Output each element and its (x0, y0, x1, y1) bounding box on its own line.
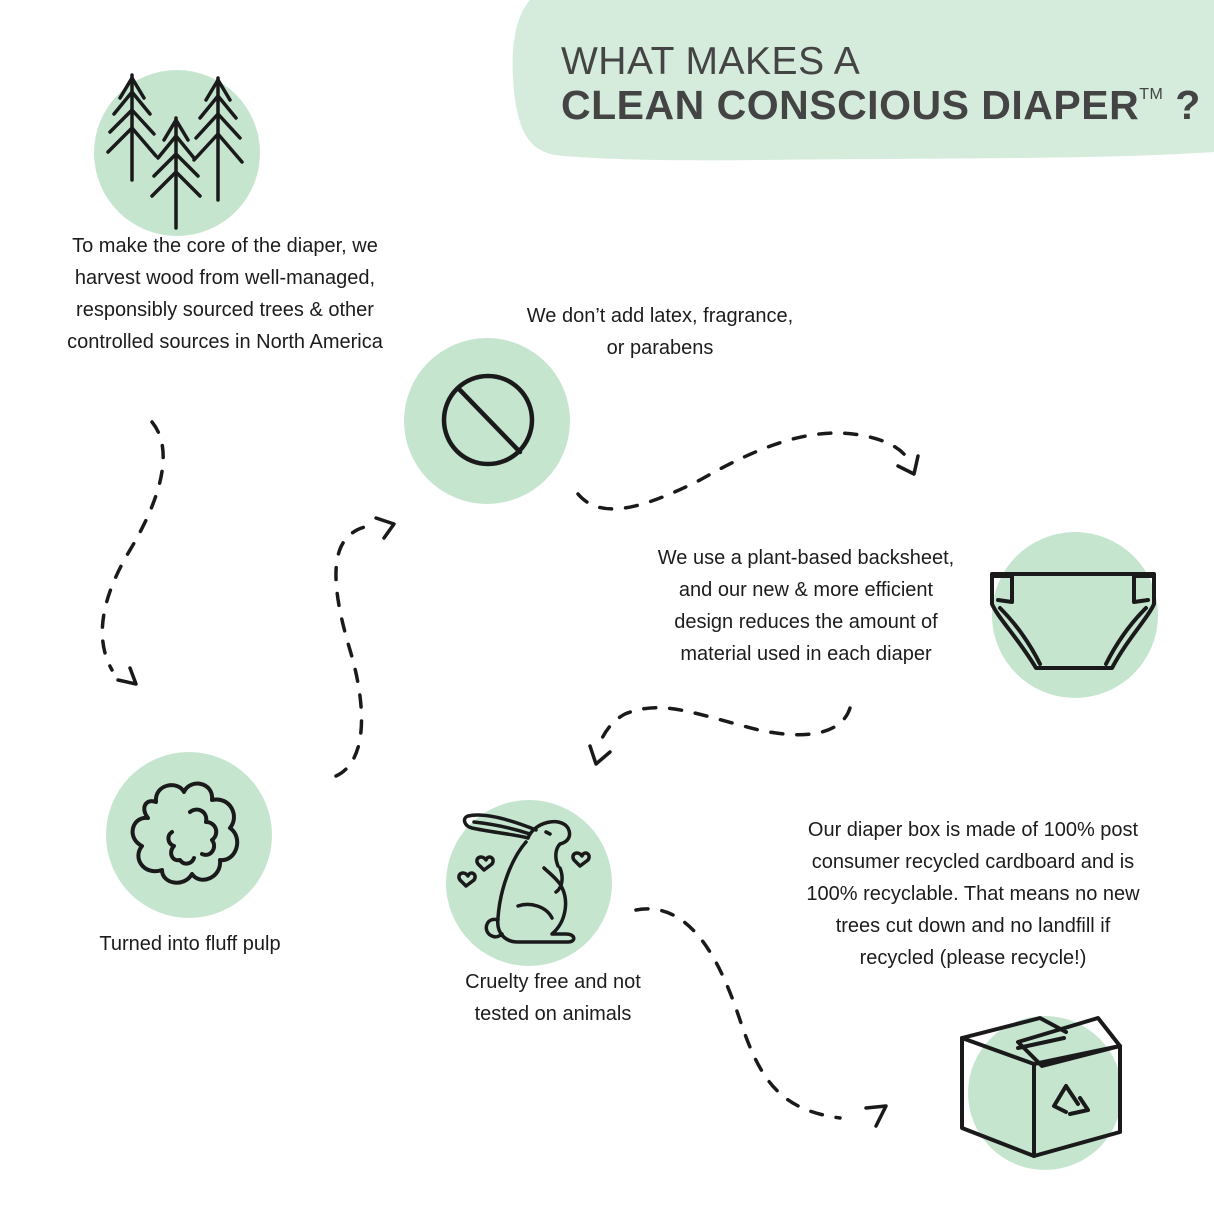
caption-line: design reduces the amount of (674, 611, 938, 633)
arrow-head-icon (896, 454, 920, 476)
no-symbol-icon (441, 373, 535, 467)
dashed-arrow-diaper-to-bunny (596, 705, 852, 750)
recycled-box-icon (960, 1016, 1122, 1158)
page-title-brand: CLEAN CONSCIOUS DIAPER (561, 82, 1140, 128)
no-additives-caption: We don’t add latex, fragrance, or parabe… (480, 300, 840, 364)
page-title-line1: WHAT MAKES A (561, 40, 861, 83)
arrow-head-icon (116, 666, 138, 686)
recycled-box-caption: Our diaper box is made of 100% post cons… (770, 814, 1176, 974)
arrow-head-icon (374, 516, 396, 540)
caption-line: and our new & more efficient (678, 579, 934, 601)
trademark-symbol: TM (1139, 86, 1164, 103)
dashed-arrow-pulp-to-noadd (334, 524, 377, 778)
caption-line: or parabens (606, 337, 714, 359)
caption-line: Turned into fluff pulp (99, 933, 281, 955)
cruelty-free-caption: Cruelty free and not tested on animals (418, 966, 688, 1030)
pine-trees-icon (106, 73, 244, 230)
caption-line: trees cut down and no landfill if (835, 915, 1111, 937)
trees-caption: To make the core of the diaper, we harve… (40, 230, 410, 358)
caption-line: recycled (please recycle!) (859, 947, 1087, 969)
caption-line: To make the core of the diaper, we (72, 235, 378, 257)
caption-line: responsibly sourced trees & other (76, 299, 374, 321)
page-title-line2: CLEAN CONSCIOUS DIAPERTM ? (561, 82, 1201, 129)
arrow-head-icon (864, 1104, 888, 1128)
caption-line: controlled sources in North America (67, 331, 383, 353)
fluff-pulp-caption: Turned into fluff pulp (60, 928, 320, 960)
bunny-hearts-icon (457, 813, 591, 944)
diaper-circle (992, 532, 1158, 698)
title-question-mark-glyph: ? (1175, 82, 1201, 128)
caption-line: Cruelty free and not (465, 971, 641, 993)
caption-line: consumer recycled cardboard and is (811, 851, 1135, 873)
dashed-arrow-noadd-to-diaper (576, 431, 912, 511)
dashed-arrow-trees-to-pulp (100, 420, 165, 672)
arrow-head-icon (588, 744, 612, 766)
caption-line: Our diaper box is made of 100% post (807, 819, 1139, 841)
caption-line: harvest wood from well-managed, (74, 267, 376, 289)
diaper-icon (990, 572, 1156, 670)
caption-line: tested on animals (474, 1003, 632, 1025)
header-background-blob (512, 0, 1214, 161)
caption-line: material used in each diaper (680, 643, 932, 665)
caption-line: We use a plant-based backsheet, (657, 547, 955, 569)
dashed-arrow-bunny-to-box (634, 907, 842, 1120)
fluff-pulp-cloud-icon (130, 781, 240, 885)
caption-line: We don’t add latex, fragrance, (526, 305, 794, 327)
diaper-caption: We use a plant-based backsheet, and our … (626, 542, 986, 670)
caption-line: 100% recyclable. That means no new (806, 883, 1140, 905)
